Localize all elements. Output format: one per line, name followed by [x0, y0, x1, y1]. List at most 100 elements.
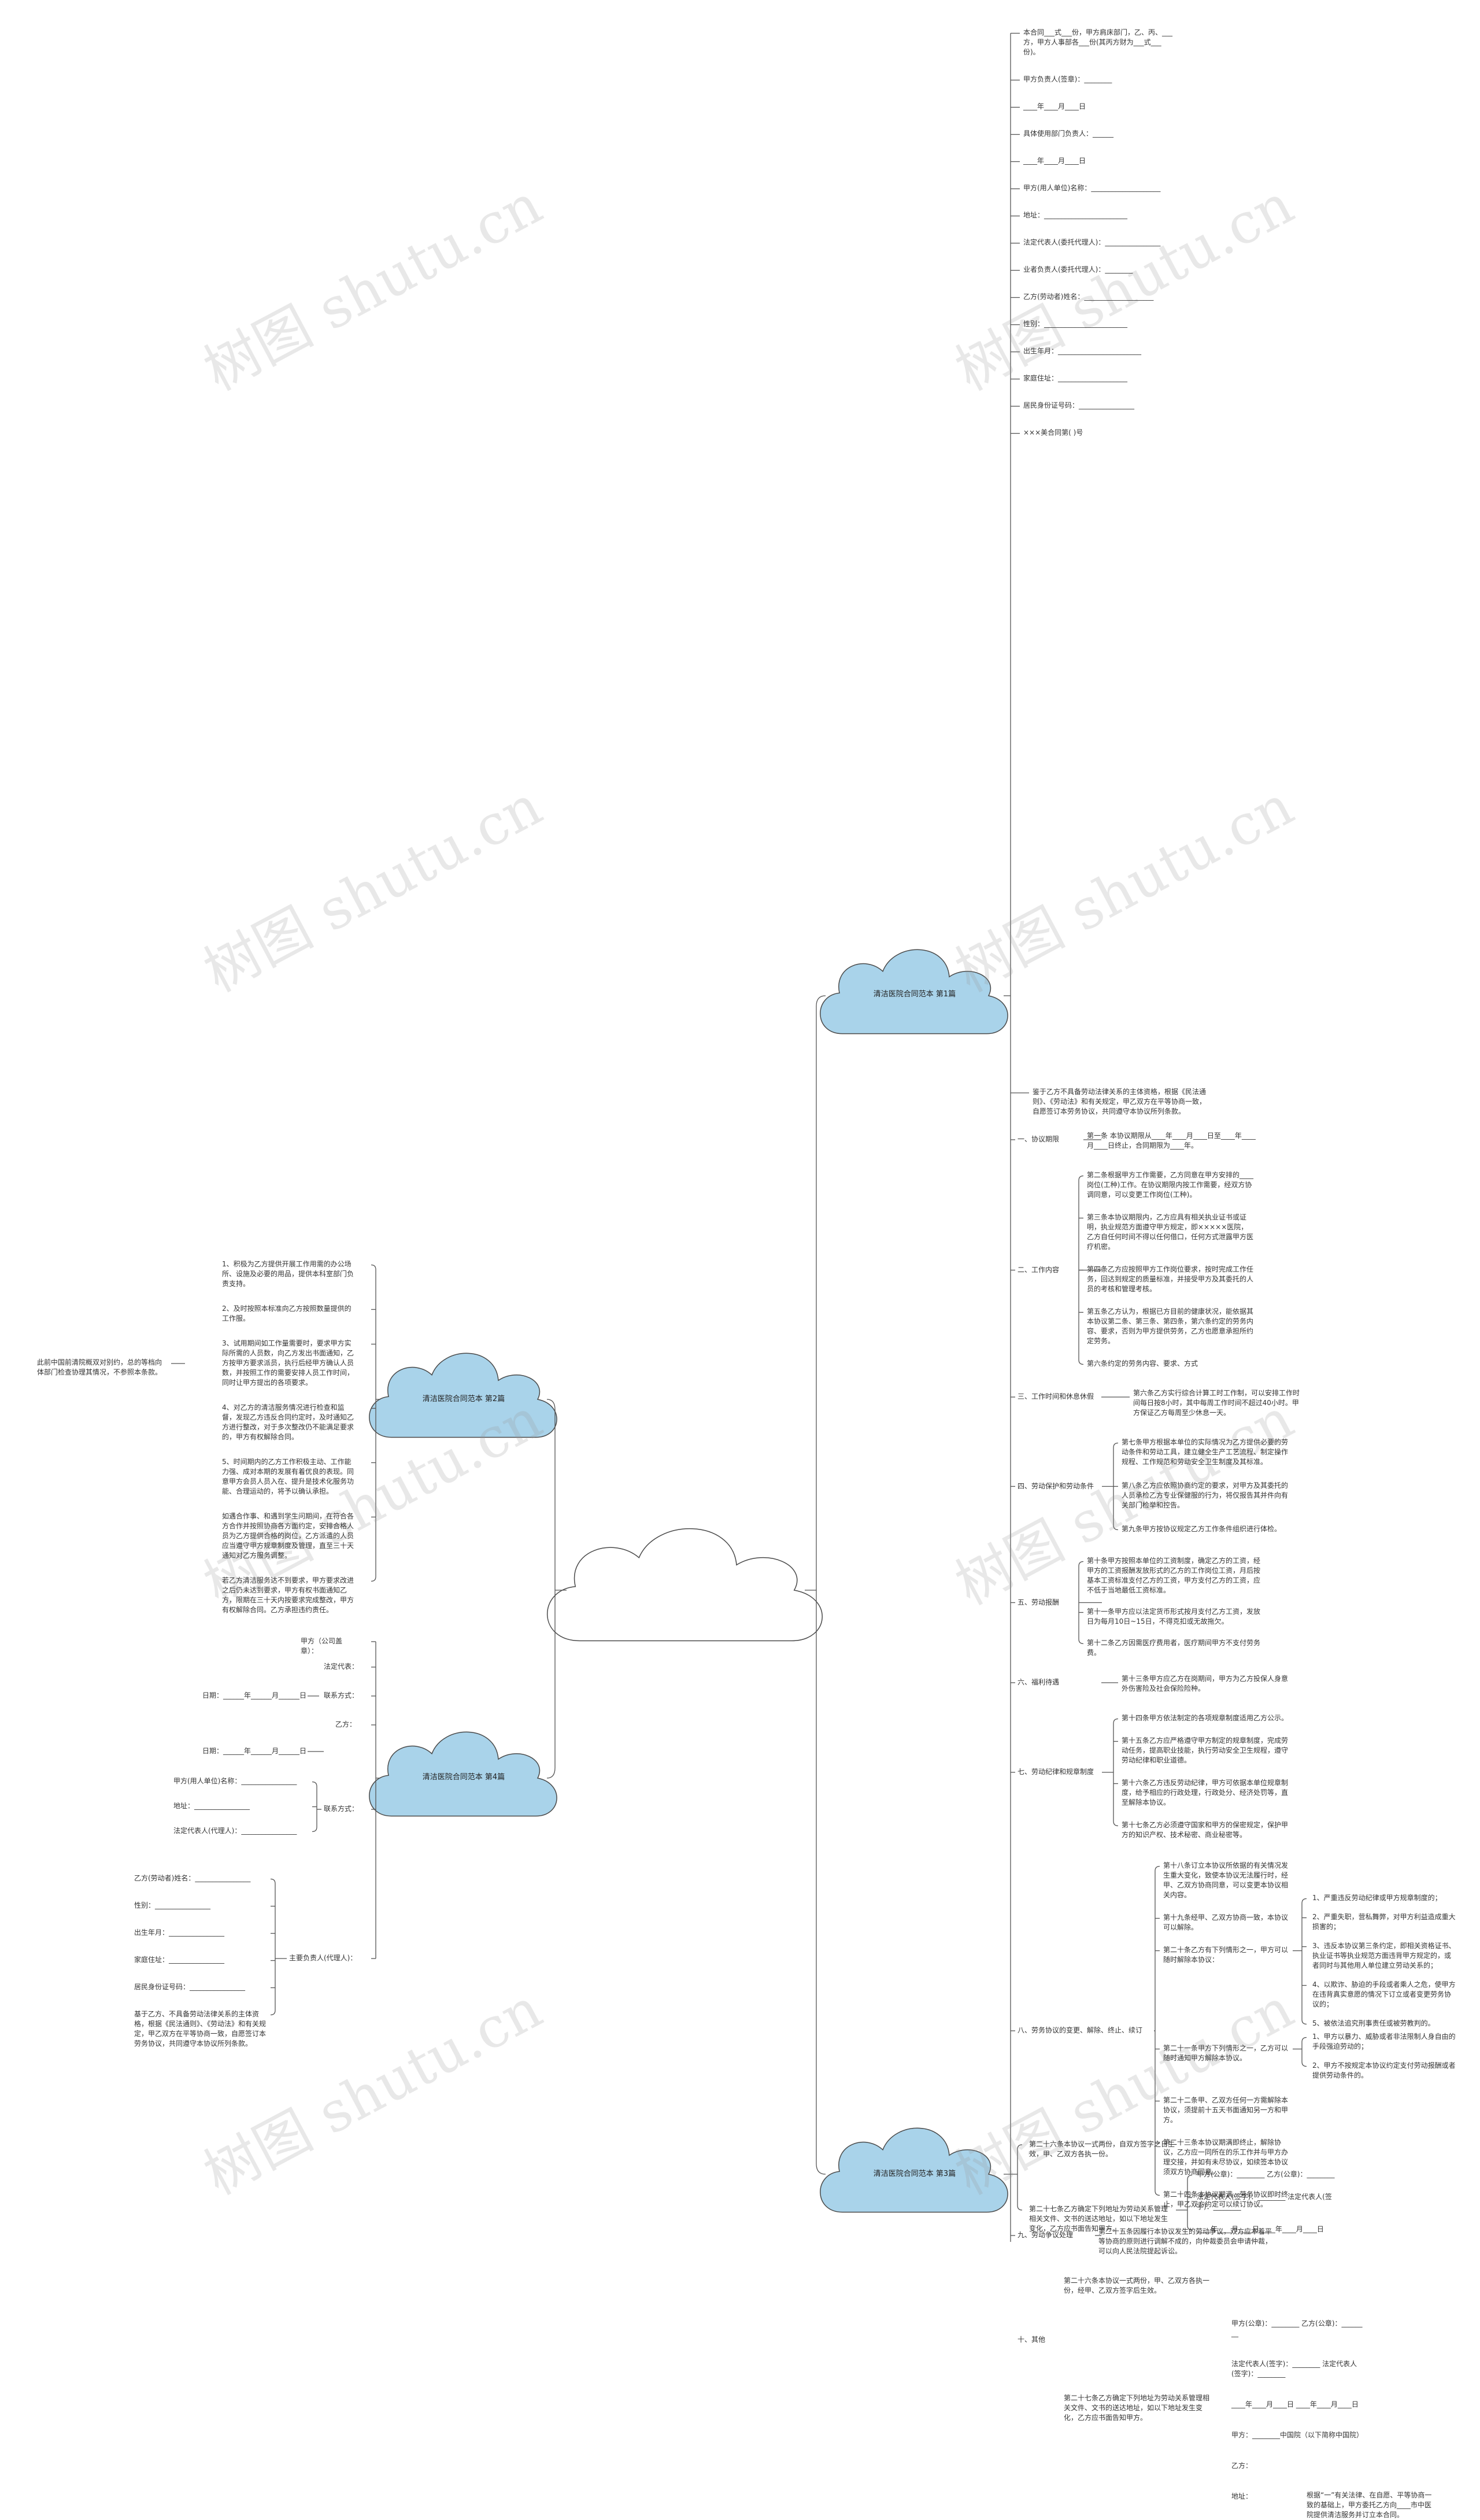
branch-cloud-1 [820, 949, 1008, 1034]
clause-text: 1、积极为乙方提供开展工作用需的办公场所、设施及必要的用品，提供本科室部门负责支… [222, 1260, 354, 1288]
section-label: 六、福利待遇 [1018, 1678, 1060, 1686]
field-label: 联系方式： [324, 1805, 359, 1813]
connector-line [546, 1399, 556, 1410]
field-line: 法定代表人(代理人)：________________ [173, 1827, 297, 1835]
field-line: 出生年月：________________ [134, 1928, 225, 1937]
date-line: 日期：______年______月______日 [202, 1691, 307, 1699]
clause-text: 2、及时按照本标准向乙方按照数量提供的工作服。 [222, 1305, 352, 1322]
sub-clause: 1、甲方以暴力、威胁或者非法限制人身自由的手段强迫劳动的； [1312, 2033, 1456, 2050]
section-label: 四、劳动保护和劳动条件 [1018, 1481, 1094, 1490]
section-label: 七、劳动纪律和规章制度 [1018, 1768, 1094, 1776]
section-label: 三、工作时间和休息休假 [1018, 1392, 1094, 1401]
section-label: 十、其他 [1018, 2336, 1046, 2344]
connector-line [1301, 1898, 1307, 2025]
signature-line: 甲方：________中国院（以下简称中国院） [1231, 2431, 1364, 2439]
branch-topic-2[interactable]: 清洁医院合同范本 第2篇 [422, 1395, 505, 1403]
connector-line [1187, 2174, 1193, 2231]
sub-clause: 4、以欺诈、胁迫的手段或者乘人之危，使甲方在违背真实意愿的情况下订立或者变更劳务… [1312, 1980, 1456, 2008]
field-label: 法定代表： [324, 1662, 359, 1671]
section-label: 八、劳务协议的变更、解除、终止、续订 [1018, 2026, 1143, 2034]
central-cloud [546, 1528, 823, 1642]
clause-text: 第十八条订立本协议所依据的有关情况发生重大变化，致使本协议无法履行时，经甲、乙双… [1163, 1861, 1289, 1899]
sub-clause: 5、被依法追究刑事责任或被劳教判的。 [1312, 2019, 1435, 2027]
field-line: 性别：________________ [134, 1901, 211, 1909]
clause-text: 第四条乙方应按照甲方工作岗位要求，按时完成工作任务，回达到规定的质量标准，并接受… [1087, 1265, 1254, 1293]
info-line: ____年____月____日 [1023, 157, 1086, 165]
sub-clause: 1、严重违反劳动纪律或甲方规章制度的； [1312, 1894, 1442, 1902]
clause-text: 第八条乙方应依照协商约定的要求，对甲方及其委托的人员承检乙方专业保健服的行为，将… [1122, 1481, 1289, 1509]
clause-text: 3、试用期间如工作量需要时，要求甲方实际所需的人员数，向乙方发出书面通知，乙方按… [222, 1339, 354, 1387]
clause-text: 第三条本协议期限内，乙方应具有相关执业证书或证明，执业规范方面遵守甲方规定，即×… [1087, 1213, 1254, 1251]
connector-line [270, 1878, 276, 2016]
branch-topic-1[interactable]: 清洁医院合同范本 第1篇 [873, 990, 956, 999]
connector-line [816, 2163, 826, 2175]
field-label: 主要负责人(代理人)： [289, 1954, 357, 1962]
signature-line: 法定代表人(签字)：________ 法定代表人(签字)：________ [1197, 2193, 1332, 2211]
section-label: 五、劳动报酬 [1018, 1598, 1060, 1606]
intro-text: 鉴于乙方不具备劳动法律关系的主体资格，根据《民法通则》、《劳动法》和有关规定，甲… [1033, 1088, 1207, 1115]
connector-line [1113, 1718, 1119, 1827]
clause-text: 第十六条乙方违反劳动纪律，甲方可依据本单位规章制度，给予相应的行政处理，行政处分… [1122, 1779, 1289, 1806]
info-line: 性别：________________________ [1023, 320, 1128, 328]
clause-text: 第十四条甲方依法制定的各项规章制度适用乙方公示。 [1122, 1714, 1289, 1722]
branch-cloud-2 [369, 1353, 557, 1438]
clause-text: 第九条甲方按协议规定乙方工作条件组织进行体检。 [1122, 1525, 1282, 1533]
sub-clause: 2、甲方不按规定本协议约定支付劳动报酬或者提供劳动条件的。 [1312, 2061, 1456, 2079]
clause-text: 第十二条乙方因需医疗费用者，医疗期间甲方不支付劳务费。 [1087, 1639, 1261, 1657]
clause-text: 第二十七条乙方确定下列地址为劳动关系管理相关文件、文书的送达地址，如以下地址发生… [1029, 2205, 1168, 2233]
info-line: ×××美合同第( )号 [1023, 428, 1083, 437]
clause-text: 第十七条乙方必须遵守国家和甲方的保密规定，保护甲方的知识产权、技术秘密、商业秘密… [1122, 1821, 1289, 1839]
signature-line: ____年____月____日 ____年____月____日 [1231, 2400, 1359, 2408]
field-line: 甲方(用人单位)名称：________________ [173, 1777, 297, 1785]
clause-text: 第二十条乙方有下列情形之一，甲方可以随时解除本协议： [1163, 1946, 1289, 1964]
field-line: 地址：________________ [173, 1802, 250, 1810]
info-line: 出生年月：________________________ [1023, 347, 1142, 355]
signature-line: 甲方(公章)：________ 乙方(公章)：________ [1197, 2170, 1335, 2178]
branch-cloud-3 [820, 2127, 1008, 2213]
signature-line: 法定代表人(签字)：________ 法定代表人(签字)：________ [1231, 2360, 1357, 2378]
section-label: 一、协议期限 [1018, 1135, 1060, 1143]
connector-line [546, 1767, 556, 1779]
clause-text: 第十五条乙方应严格遵守甲方制定的规章制度，完成劳动任务，提高职业技能，执行劳动安… [1122, 1736, 1289, 1764]
info-line: 乙方(劳动者)姓名：____________________ [1023, 293, 1154, 301]
clause-text: 第十条甲方按照本单位的工资制度，确定乙方的工资，经甲方的工资报酬发放形式的乙方的… [1087, 1557, 1261, 1594]
clause-text: 第一条 本协议期限从____年____月____日至____年____月____… [1087, 1132, 1256, 1150]
note-text: 此前中国前清院概双对别约，总的等档向体部门检查协理其情况，不参照本条款。 [37, 1358, 162, 1376]
clause-text: 第二十七条乙方确定下列地址为劳动关系管理相关文件、文书的送达地址，如以下地址发生… [1064, 2394, 1210, 2422]
info-line: ____年____月____日 [1023, 102, 1086, 110]
field-line: 家庭住址：________________ [134, 1956, 225, 1964]
signature-line: 乙方： [1231, 2462, 1253, 2470]
clause-text: 如遇合作事、和遇到学生问期间，在符合各方合作并按照协商各方面约定，安排合格人员为… [222, 1512, 354, 1560]
info-line: 甲方负责人(签章)：________ [1023, 75, 1112, 83]
info-line: 法定代表人(委托代理人)：________________ [1023, 238, 1161, 246]
branch-cloud-4 [369, 1731, 557, 1817]
clause-text: 第六条约定的劳务内容、要求、方式 [1087, 1359, 1198, 1368]
clause-text: 第六条乙方实行综合计算工时工作制，可以安排工作时间每日按8小时，其中每周工作时间… [1133, 1389, 1300, 1417]
field-label: 联系方式： [324, 1691, 359, 1699]
clause-text: 第十三条甲方应乙方在岗期间，甲方为乙方投保人身意外伤害险及社会保险险种。 [1122, 1675, 1289, 1693]
address-text: 根据“一”有关法律、在自愿、平等协商一致的基础上，甲方委托乙方向____市中医院… [1307, 2491, 1432, 2519]
section-label: 二、工作内容 [1018, 1265, 1060, 1274]
signature-line: ____年____月____日 ____年____月____日 [1197, 2225, 1324, 2233]
branch-topic-3[interactable]: 清洁医院合同范本 第3篇 [873, 2170, 956, 2178]
clause-text: 第十一条甲方应以法定货币形式按月支付乙方工资，发放日为每月10日~15日，不得克… [1087, 1608, 1261, 1625]
info-line: 业者负责人(委托代理人)：________ [1023, 265, 1133, 274]
clause-text: 第二十一条甲方下列情形之一，乙方可以随时通知甲方解除本协议。 [1163, 2044, 1289, 2062]
connector-line [816, 995, 826, 1007]
date-line: 日期：______年______月______日 [202, 1747, 307, 1755]
info-line: 家庭住址：____________________ [1023, 374, 1128, 382]
clause-text: 第五条乙方认为，根据已方目前的健康状况，能依据其本协议第二条、第三条、第四条，第… [1087, 1307, 1254, 1345]
clause-text: 第二十六条本协议一式两份，甲、乙双方各执一份，经甲、乙双方签字后生效。 [1064, 2277, 1210, 2294]
clause-text: 第二十六条本协议一式两份，自双方签字之日生效，甲、乙双方各执一份。 [1029, 2140, 1175, 2158]
branch-topic-4[interactable]: 清洁医院合同范本 第4篇 [422, 1773, 505, 1782]
connector-line [1017, 2144, 1023, 2211]
connector-lines [171, 32, 1307, 2242]
clause-text: 第十九条经甲、乙双方协商一致，本协议可以解除。 [1163, 1913, 1289, 1931]
info-line: 甲方(用人单位)名称：____________________ [1023, 184, 1161, 192]
clause-text: 第二十二条甲、乙双方任何一方需解除本协议，须提前十五天书面通知另一方和甲方。 [1163, 2096, 1289, 2124]
info-line: 具体使用部门负责人：______ [1023, 130, 1114, 138]
clause-text: 第二十四条本协议期满，劳务协议即时终止，甲乙双方约定可以续订协议。 [1163, 2190, 1289, 2208]
field-label: 乙方： [335, 1720, 357, 1728]
signature-line: 甲方(公章)：________ 乙方(公章)：________ [1231, 2319, 1363, 2337]
field-line: 基于乙方、不具备劳动法律关系的主体资格，根据《民法通则》、《劳动法》和有关规定，… [134, 2010, 267, 2048]
